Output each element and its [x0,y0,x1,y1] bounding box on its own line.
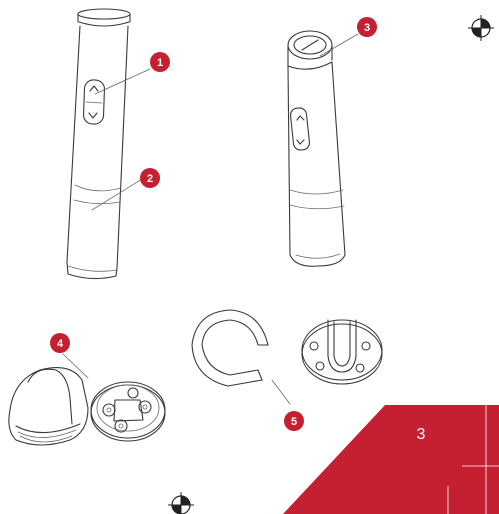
callout-2: 2 [140,168,160,188]
base-plate [91,382,165,441]
device-front-view [67,9,150,279]
registration-mark-icon [168,492,194,514]
u-ring-holder [302,320,382,384]
page-number: 3 [417,426,426,443]
page-corner-tab: 3 [283,405,499,514]
foil-cutter-cover [9,368,88,445]
control-button [290,107,310,150]
callout-1: 1 [150,52,170,72]
control-button [83,80,105,125]
u-ring-front [192,310,268,386]
svg-text:5: 5 [291,416,297,428]
svg-text:1: 1 [157,57,163,69]
registration-mark-icon [468,15,494,41]
svg-text:3: 3 [364,22,370,34]
svg-text:2: 2 [147,173,153,185]
svg-text:4: 4 [57,338,64,350]
callout-5: 5 [284,411,304,431]
callout-4: 4 [50,333,70,353]
callout-3: 3 [357,17,377,37]
device-angled-view [288,31,358,266]
